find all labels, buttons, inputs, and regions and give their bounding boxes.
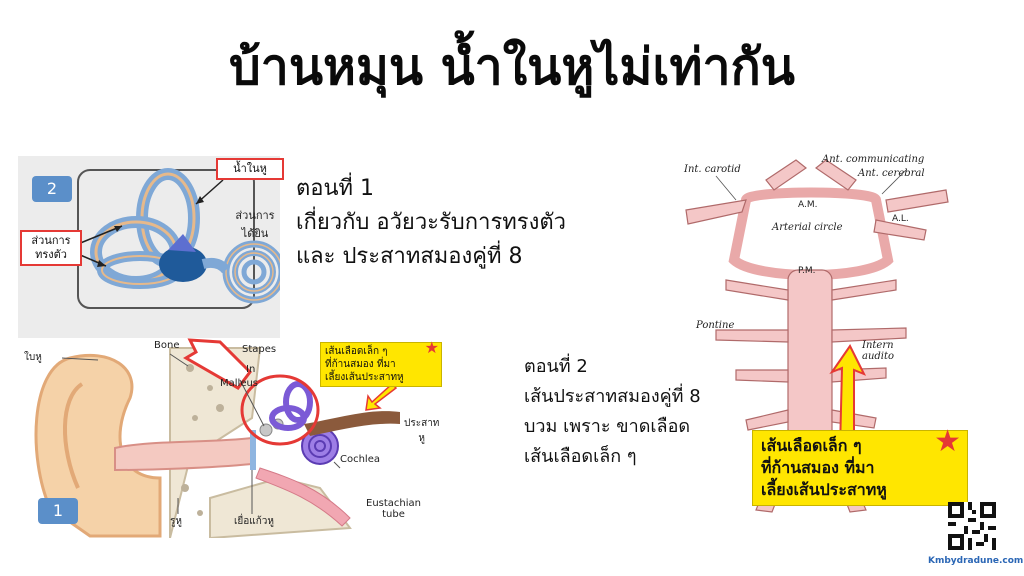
cochlea-spiral xyxy=(222,240,280,304)
part1-line-2: เกี่ยวกับ อวัยวะรับการทรงตัว xyxy=(296,210,566,235)
ant-cerebral-label: Ant. cerebral xyxy=(858,168,925,179)
malleus-label: Malleus xyxy=(220,378,259,389)
eardrum-label: เยื่อแก้วหู xyxy=(234,516,274,527)
qr-code-icon[interactable] xyxy=(948,502,996,550)
ear-canal-shape xyxy=(114,436,253,472)
nerve-label-line-2: หู xyxy=(418,433,425,444)
outer-ear-illustration xyxy=(34,338,400,538)
vessel-note-large-line-1: เส้นเลือดเล็ก ๆ xyxy=(761,436,862,455)
balance-label-line-2: ทรงตัว xyxy=(35,248,67,261)
ear-canal-label: รูหู xyxy=(170,516,182,527)
arterial-circle-label: Arterial circle xyxy=(772,222,843,233)
zoom-arrow xyxy=(183,338,252,390)
nerve-label: ประสาท หู xyxy=(404,416,439,446)
balance-arrow xyxy=(77,225,123,245)
vestibule xyxy=(159,246,207,282)
pm-label: P.M. xyxy=(798,266,816,276)
incus-label: In xyxy=(246,364,256,375)
part2-text: ตอนที่ 2 เส้นประสาทสมองคู่ที่ 8 บวม เพรา… xyxy=(524,352,764,472)
part2-line-3: บวม เพราะ ขาดเลือด xyxy=(524,416,691,437)
vessel-note-small: เส้นเลือดเล็ก ๆ ที่ก้านสมอง ที่มา เลี้ยง… xyxy=(320,338,442,387)
vessel-note-small-line-3: เลี้ยงเส้นประสาทหู xyxy=(325,372,404,383)
highlight-circle xyxy=(240,374,320,446)
hearing-label-line-2: ได้ยิน xyxy=(241,227,269,240)
eardrum-shape xyxy=(250,430,256,470)
inner-ear-panel: 2 น้ำในหู ส่วนการ ทรงตัว ส่วนการ ได้ยิน xyxy=(18,156,284,338)
eustachian-label-line-2: tube xyxy=(382,509,405,520)
cochlea-shape xyxy=(301,427,339,465)
int-carotid-label: Int. carotid xyxy=(684,164,741,175)
vessel-note-small-line-1: เส้นเลือดเล็ก ๆ xyxy=(325,346,388,357)
internal-auditory-line-1: Intern xyxy=(862,340,894,351)
pinna-shape xyxy=(34,353,162,538)
vessel-note-large-line-2: ที่ก้านสมอง ที่มา xyxy=(761,458,875,477)
part2-line-2: เส้นประสาทสมองคู่ที่ 8 xyxy=(524,386,701,407)
fluid-label: น้ำในหู xyxy=(216,158,284,180)
vessel-arrow-small xyxy=(365,382,398,411)
panel-badge-1: 1 xyxy=(38,498,78,524)
hearing-label: ส่วนการ ได้ยิน xyxy=(230,206,280,242)
outer-ear-panel: 1 ใบหู Bone Stapes In Malleus ประสาท หู … xyxy=(20,338,450,538)
part1-text: ตอนที่ 1 เกี่ยวกับ อวัยวะรับการทรงตัว แล… xyxy=(296,172,676,274)
footer-url[interactable]: Kmbydradune.com xyxy=(928,556,1024,566)
ossicles xyxy=(259,423,273,437)
internal-auditory-label: Intern audito xyxy=(862,340,894,362)
semicircular-canals-shape xyxy=(269,381,313,431)
balance-label: ส่วนการ ทรงตัว xyxy=(20,230,82,266)
eustachian-label-line-1: Eustachian xyxy=(366,498,421,509)
hearing-label-line-1: ส่วนการ xyxy=(235,209,275,222)
nerve-label-line-1: ประสาท xyxy=(404,418,440,429)
page-title: บ้านหมุน น้ำในหูไม่เท่ากัน xyxy=(229,38,795,96)
internal-auditory-line-2: audito xyxy=(862,351,895,362)
bone-label: Bone xyxy=(154,340,180,351)
part2-line-4: เส้นเลือดเล็ก ๆ xyxy=(524,446,637,467)
star-icon: ★ xyxy=(424,338,439,357)
vessel-note-large-line-3: เลี้ยงเส้นประสาทหู xyxy=(761,480,887,499)
arterial-circle-shape xyxy=(728,187,894,280)
eustachian-label: Eustachian tube xyxy=(366,498,421,520)
am-label: A.M. xyxy=(798,200,818,210)
bone-region xyxy=(169,347,262,538)
brain-artery-panel: Int. carotid Ant. communicating Ant. cer… xyxy=(676,150,976,530)
al-label: A.L. xyxy=(892,214,909,224)
inner-ear-illustration xyxy=(77,168,280,309)
brain-artery-illustration xyxy=(685,159,949,513)
part2-line-1: ตอนที่ 2 xyxy=(524,356,588,377)
vessel-note-small-line-2: ที่ก้านสมอง ที่มา xyxy=(325,359,396,370)
pontine-label: Pontine xyxy=(696,320,735,331)
pinna-label: ใบหู xyxy=(24,352,42,363)
fluid-label-text: น้ำในหู xyxy=(233,162,267,175)
vessel-note-large: เส้นเลือดเล็ก ๆ ที่ก้านสมอง ที่มา เลี้ยง… xyxy=(752,424,968,506)
part1-line-3: และ ประสาทสมองคู่ที่ 8 xyxy=(296,244,523,269)
panel-badge-2: 2 xyxy=(32,176,72,202)
ant-communicating-label: Ant. communicating xyxy=(822,154,925,165)
stapes-label: Stapes xyxy=(242,344,277,355)
star-icon: ★ xyxy=(934,424,961,459)
basilar-artery-shape xyxy=(787,269,833,441)
eustachian-tube-shape xyxy=(255,467,351,527)
balance-label-line-1: ส่วนการ xyxy=(31,234,71,247)
auditory-nerve-shape xyxy=(304,411,400,436)
part1-line-1: ตอนที่ 1 xyxy=(296,176,375,201)
cochlea-label: Cochlea xyxy=(340,454,380,465)
